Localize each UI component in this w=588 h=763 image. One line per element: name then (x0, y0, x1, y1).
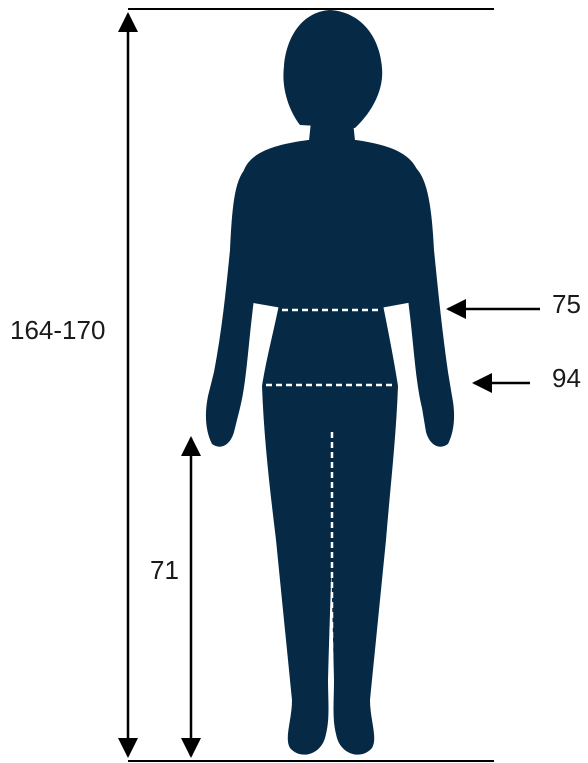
height-label: 164-170 (10, 315, 105, 345)
waist-label: 75 (552, 289, 581, 319)
hip-label: 94 (552, 363, 581, 393)
female-silhouette (206, 10, 454, 755)
left-arm (206, 168, 266, 447)
right-arm (396, 168, 454, 447)
right-leg (330, 386, 398, 755)
inseam-label: 71 (150, 555, 179, 585)
head-hair (283, 10, 382, 128)
left-leg (262, 386, 334, 755)
torso (236, 140, 424, 308)
hips (262, 300, 398, 386)
